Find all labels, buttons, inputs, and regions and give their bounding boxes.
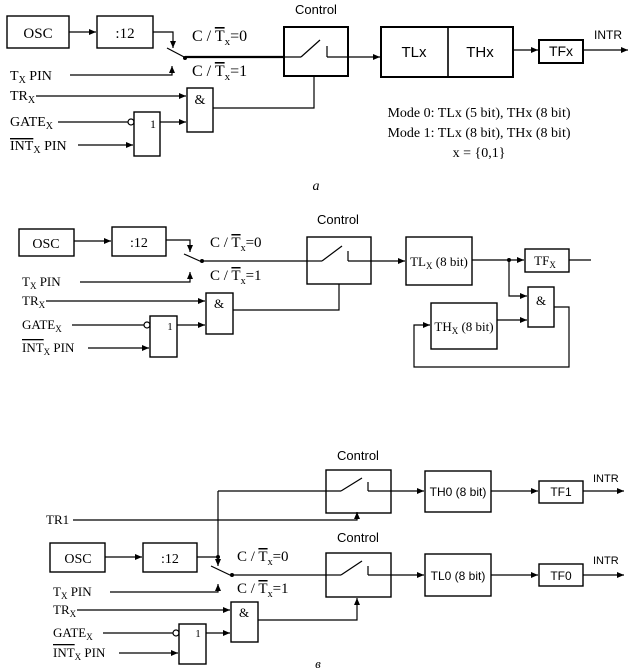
mode0-text: Mode 0: TLx (5 bit), THx (8 bit) (387, 106, 570, 121)
tlx-box (405, 236, 473, 286)
mode-switch (166, 47, 187, 59)
osc-label: OSC (64, 552, 91, 567)
ct1-label: C / Tx=1 (192, 63, 247, 83)
tlx-label: TLx (401, 44, 427, 61)
thx-label: THx (466, 44, 494, 61)
thx-box (430, 302, 498, 350)
divider-label: :12 (161, 552, 179, 567)
intr-bottom-label: INTR (593, 555, 619, 567)
gatex-label: GATEX (53, 625, 93, 642)
control-bottom-label: Control (337, 530, 379, 545)
or-gate-1 (149, 315, 178, 358)
divider-box (111, 226, 167, 257)
and-gate (186, 87, 214, 133)
ct1-label: C / Tx=1 (210, 268, 262, 287)
tx-pin-label: TX PIN (22, 274, 61, 291)
ct0-label: C / Tx=0 (237, 549, 289, 568)
gate-1-label: 1 (167, 321, 173, 333)
tf1-box (538, 480, 584, 504)
divider-box (96, 15, 154, 49)
tl0-label: TL0 (8 bit) (431, 569, 486, 583)
divider-label: :12 (115, 26, 134, 42)
trx-label: TRX (53, 602, 77, 619)
divider-box (142, 542, 198, 573)
tf0-label: TF0 (550, 569, 572, 583)
tf1-label: TF1 (550, 485, 572, 499)
intx-pin-label: INTX PIN (22, 340, 75, 357)
tr1-label: TR1 (46, 512, 69, 527)
and-label: & (195, 93, 206, 108)
tfx-box (538, 39, 584, 64)
control-box (283, 26, 349, 77)
diagram-a: OSC :12 C / Tx=0 C / Tx=1 TX PIN TRX GAT… (6, 2, 628, 194)
osc-box (18, 228, 75, 257)
xset-text: x = {0,1} (453, 146, 506, 161)
control-top-label: Control (337, 448, 379, 463)
diagram-c: Control TH0 (8 bit) TF1 INTR TR1 OSC :12… (46, 448, 624, 671)
control-label: Control (295, 2, 337, 17)
tlx-thx-box (380, 26, 514, 78)
tfx-label: TFX (534, 253, 556, 270)
or-gate-1 (178, 623, 207, 665)
tx-pin-label: TX PIN (53, 584, 92, 601)
divider-label: :12 (130, 236, 148, 251)
gate-1-label: 1 (195, 628, 201, 640)
osc-label: OSC (23, 26, 52, 42)
and-label: & (214, 296, 224, 311)
intx-pin-label: INTX PIN (53, 645, 106, 662)
tx-pin-label: TX PIN (10, 69, 52, 86)
intr-label: INTR (594, 28, 622, 42)
ct1-label: C / Tx=1 (237, 581, 289, 600)
and-gate (230, 601, 259, 643)
trx-label: TRX (22, 293, 46, 310)
and-gate (205, 292, 234, 335)
th0-box (424, 470, 492, 513)
thx-label: THX (8 bit) (434, 319, 493, 336)
gatex-label: GATEX (22, 317, 62, 334)
or-gate-1 (133, 111, 161, 157)
diagram-b: OSC :12 C / Tx=0 C / Tx=1 TX PIN TRX GAT… (18, 212, 591, 368)
mode1-text: Mode 1: TLx (8 bit), THx (8 bit) (387, 126, 570, 141)
osc-label: OSC (32, 237, 59, 252)
caption-c: в (315, 656, 321, 671)
osc-box (6, 15, 70, 49)
trx-label: TRX (10, 89, 36, 106)
caption-a: a (313, 179, 320, 194)
ct0-label: C / Tx=0 (210, 235, 262, 254)
and-gate-2 (527, 286, 555, 328)
tl0-box (424, 553, 492, 597)
and2-label: & (536, 293, 546, 308)
intr-top-label: INTR (593, 473, 619, 485)
tfx-label: TFx (549, 43, 573, 59)
gatex-label: GATEX (10, 115, 54, 132)
ct0-label: C / Tx=0 (192, 28, 247, 48)
gate-1-label: 1 (150, 117, 156, 131)
intx-pin-label: INTX PIN (10, 139, 67, 156)
th0-label: TH0 (8 bit) (430, 485, 487, 499)
and-label: & (239, 605, 249, 620)
tlx-label: TLX (8 bit) (410, 254, 468, 271)
control-label: Control (317, 212, 359, 227)
